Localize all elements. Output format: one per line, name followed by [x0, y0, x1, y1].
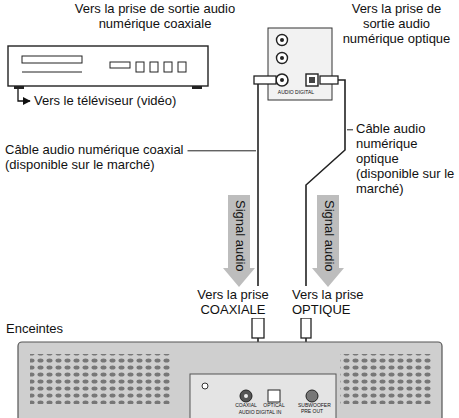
jack-panel — [268, 28, 332, 100]
cable-label: Câble audio numérique coaxial (disponibl… — [5, 143, 205, 173]
signal-arrow — [312, 195, 344, 287]
jack-callout: Vers la prise OPTIQUE — [290, 288, 384, 318]
destination-label: Vers le téléviseur (vidéo) — [34, 94, 234, 109]
panel-marking: SUBWOOFER PRE OUT — [298, 403, 326, 415]
panel-marking: AUDIO DIGITAL IN — [236, 410, 284, 416]
coaxial-cable — [246, 76, 276, 388]
panel-marking: AUDIO DIGITAL — [276, 90, 316, 96]
signal-label: Signal audio — [321, 200, 336, 272]
leader-line — [347, 129, 353, 130]
speaker-body — [18, 342, 442, 418]
optical-cable — [274, 76, 345, 388]
panel-marking: OPTICAL — [262, 403, 286, 409]
leader-line — [188, 150, 256, 151]
cable-label: Câble audio numérique optique (disponibl… — [356, 122, 456, 197]
panel-marking: COAXIAL — [234, 403, 258, 409]
source-device — [8, 46, 208, 89]
jack-callout: Vers la prise COAXIALE — [176, 288, 290, 318]
jack-callout: Vers la prise de sortie audio numérique … — [48, 2, 262, 32]
video-arrow — [18, 89, 30, 101]
device-label: Enceintes — [6, 322, 96, 337]
jack-callout: Vers la prise de sortie audio numérique … — [336, 2, 457, 47]
signal-label: Signal audio — [232, 200, 247, 272]
signal-arrow — [223, 195, 255, 287]
